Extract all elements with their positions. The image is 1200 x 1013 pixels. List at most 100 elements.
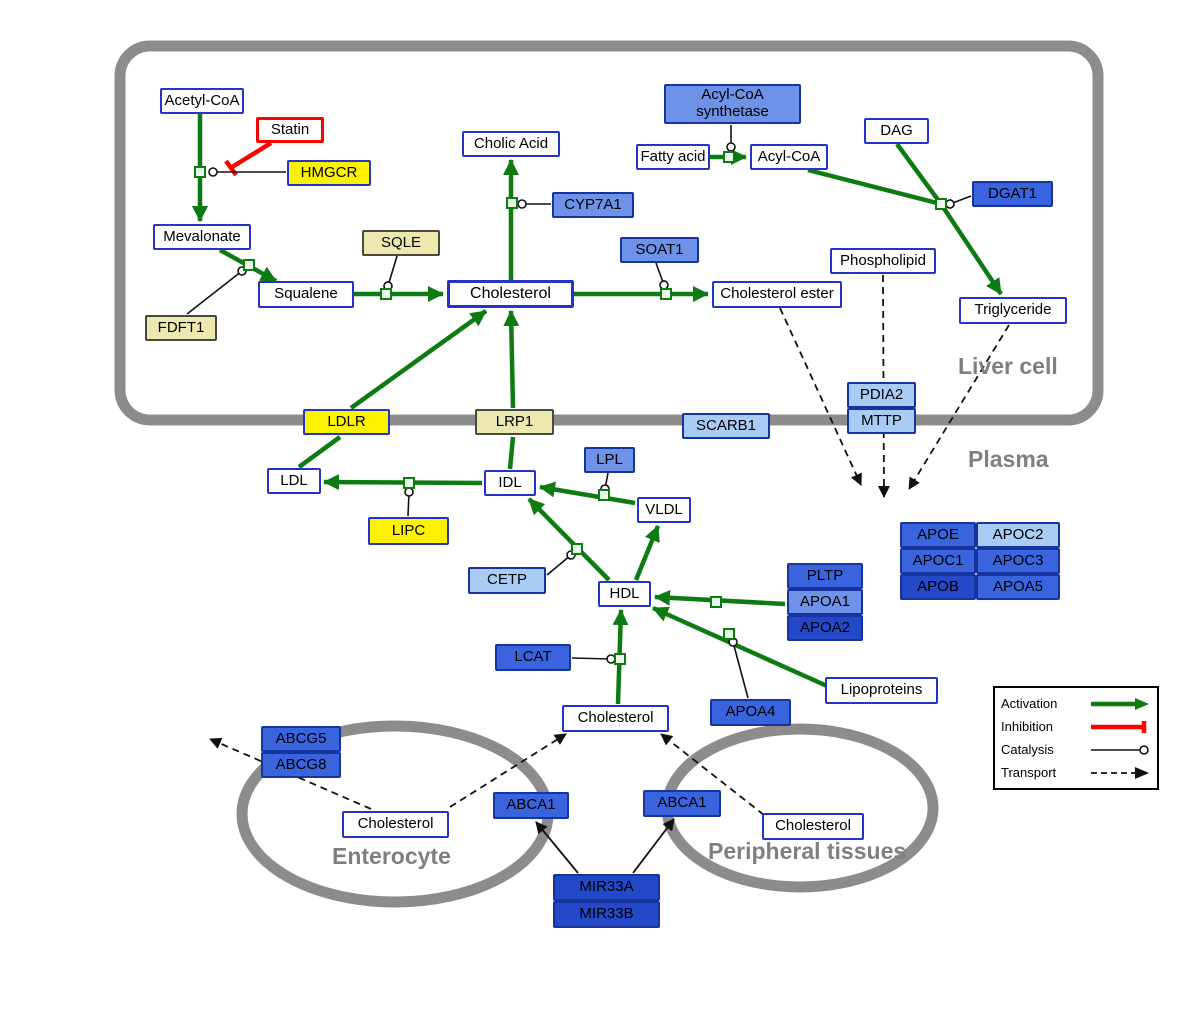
- node-pdia2[interactable]: PDIA2: [847, 382, 916, 408]
- node-abcg5[interactable]: ABCG5: [261, 726, 341, 752]
- edge-lrp1-cholesterol: [503, 310, 520, 409]
- reaction-node: [380, 288, 392, 300]
- edge-lipoproteins-hdl: [652, 605, 828, 689]
- reaction-node: [723, 628, 735, 640]
- activation-arrow-icon: [1091, 697, 1149, 710]
- node-dgat1[interactable]: DGAT1: [972, 181, 1053, 207]
- edge-ldl-ldlr: [297, 435, 342, 469]
- node-mttp[interactable]: MTTP: [847, 408, 916, 434]
- node-cetp[interactable]: CETP: [468, 567, 546, 594]
- node-apob[interactable]: APOB: [900, 574, 976, 600]
- node-acyl-coa-synthetase[interactable]: Acyl-CoA synthetase: [664, 84, 801, 124]
- node-abca1-peripheral[interactable]: ABCA1: [643, 790, 721, 817]
- node-scarb1[interactable]: SCARB1: [682, 413, 770, 439]
- node-dag[interactable]: DAG: [864, 118, 929, 144]
- node-ldl[interactable]: LDL: [267, 468, 321, 494]
- node-pltp[interactable]: PLTP: [787, 563, 863, 589]
- reaction-node: [660, 288, 672, 300]
- peripheral-tissues-label: Peripheral tissues: [708, 838, 907, 864]
- legend-transport-row: Transport: [1001, 765, 1151, 781]
- edge-mir33-abca1-peripheral: [632, 818, 675, 874]
- liver-cell-label: Liver cell: [958, 353, 1058, 379]
- node-ldlr[interactable]: LDLR: [303, 409, 390, 435]
- legend-catalysis-row: Catalysis: [1001, 742, 1151, 758]
- edge-hdl-idl: [527, 497, 611, 582]
- inhibition-tbar-icon: [1091, 720, 1147, 733]
- transport-triglyceride-plasma: [908, 324, 1010, 490]
- edge-dag-dgat-node: [895, 142, 943, 206]
- node-cholic-acid[interactable]: Cholic Acid: [462, 131, 560, 157]
- node-cyp7a1[interactable]: CYP7A1: [552, 192, 634, 218]
- node-cholesterol-plasma[interactable]: Cholesterol: [562, 705, 669, 732]
- node-hmgcr[interactable]: HMGCR: [287, 160, 371, 186]
- node-lrp1[interactable]: LRP1: [475, 409, 554, 435]
- node-abcg8[interactable]: ABCG8: [261, 752, 341, 778]
- node-mir33b[interactable]: MIR33B: [553, 901, 660, 928]
- node-apoe[interactable]: APOE: [900, 522, 976, 548]
- node-mevalonate[interactable]: Mevalonate: [153, 224, 251, 250]
- node-apoa5[interactable]: APOA5: [976, 574, 1060, 600]
- node-cholesterol-liver[interactable]: Cholesterol: [447, 280, 574, 308]
- reaction-node: [723, 151, 735, 163]
- node-cholesterol-enterocyte[interactable]: Cholesterol: [342, 811, 449, 838]
- catalysis-sqle: [383, 255, 398, 291]
- catalysis-lcat: [571, 654, 616, 664]
- edge-statin-inhibits-hmgcr: [230, 141, 273, 169]
- node-lpl[interactable]: LPL: [584, 447, 635, 473]
- edge-hdl-vldl: [633, 525, 661, 581]
- legend: Activation Inhibition Catalysis Transpor…: [993, 686, 1159, 790]
- reaction-node: [403, 477, 415, 489]
- node-apoc3[interactable]: APOC3: [976, 548, 1060, 574]
- legend-catalysis-label: Catalysis: [1001, 742, 1054, 757]
- catalysis-dgat1: [945, 195, 972, 209]
- node-hdl[interactable]: HDL: [598, 581, 651, 607]
- node-vldl[interactable]: VLDL: [637, 497, 691, 523]
- reaction-node: [243, 259, 255, 271]
- enterocyte-label: Enterocyte: [332, 843, 451, 869]
- node-squalene[interactable]: Squalene: [258, 281, 354, 308]
- node-apoa4[interactable]: APOA4: [710, 699, 791, 726]
- node-triglyceride[interactable]: Triglyceride: [959, 297, 1067, 324]
- legend-inhibition-row: Inhibition: [1001, 719, 1151, 735]
- liver-cell-membrane: [114, 40, 1104, 426]
- node-acetyl-coa[interactable]: Acetyl-CoA: [160, 88, 244, 114]
- node-acyl-coa[interactable]: Acyl-CoA: [750, 144, 828, 170]
- node-cholesterol-peripheral[interactable]: Cholesterol: [762, 813, 864, 840]
- node-phospholipid[interactable]: Phospholipid: [830, 248, 936, 274]
- node-mir33a[interactable]: MIR33A: [553, 874, 660, 901]
- node-abca1-enterocyte[interactable]: ABCA1: [493, 792, 569, 819]
- transport-dashed-arrow-icon: [1091, 766, 1149, 779]
- legend-activation-label: Activation: [1001, 696, 1058, 711]
- node-cholesterol-ester[interactable]: Cholesterol ester: [712, 281, 842, 308]
- transport-cholesterolester-plasma: [779, 307, 862, 486]
- edge-ldlr-cholesterol: [349, 309, 488, 410]
- legend-transport-label: Transport: [1001, 765, 1057, 780]
- node-soat1[interactable]: SOAT1: [620, 237, 699, 263]
- node-sqle[interactable]: SQLE: [362, 230, 440, 256]
- catalysis-lipc: [404, 487, 414, 517]
- node-fatty-acid[interactable]: Fatty acid: [636, 144, 710, 170]
- node-statin[interactable]: Statin: [256, 117, 324, 143]
- node-lipc[interactable]: LIPC: [368, 517, 449, 545]
- node-lipoproteins[interactable]: Lipoproteins: [825, 677, 938, 704]
- node-fdft1[interactable]: FDFT1: [145, 315, 217, 341]
- reaction-node: [710, 596, 722, 608]
- legend-inhibition-label: Inhibition: [1001, 719, 1054, 734]
- catalysis-apoa4: [728, 637, 749, 699]
- node-apoc1[interactable]: APOC1: [900, 548, 976, 574]
- edge-mir33-abca1-enterocyte: [535, 821, 579, 874]
- node-apoa2[interactable]: APOA2: [787, 615, 863, 641]
- node-idl[interactable]: IDL: [484, 470, 536, 496]
- node-apoa1[interactable]: APOA1: [787, 589, 863, 615]
- catalysis-soat1: [655, 262, 669, 290]
- node-lcat[interactable]: LCAT: [495, 644, 571, 671]
- node-apoc2[interactable]: APOC2: [976, 522, 1060, 548]
- edge-dgatnode-triglyceride: [939, 202, 1003, 296]
- reaction-node: [935, 198, 947, 210]
- reaction-node: [506, 197, 518, 209]
- reaction-node: [571, 543, 583, 555]
- transport-abca1-enterocyte: [449, 733, 567, 808]
- edge-acylcoa-dgat-node: [807, 167, 942, 207]
